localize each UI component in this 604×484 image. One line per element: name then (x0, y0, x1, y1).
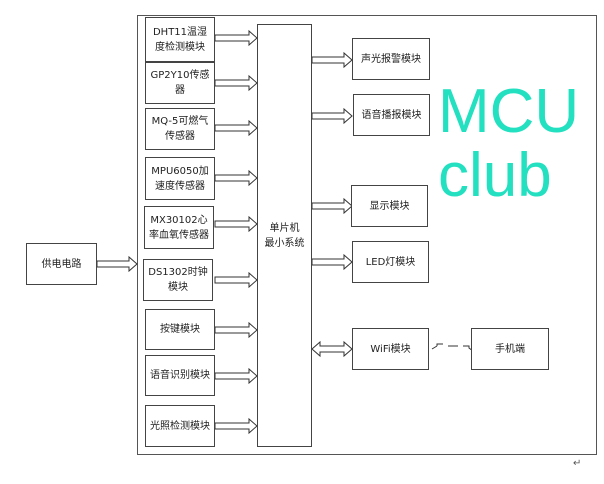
paragraph-mark: ↵ (573, 458, 582, 469)
input-module: MPU6050加速度传感器 (145, 157, 215, 200)
block-arrow (96, 255, 138, 273)
block-arrow (311, 51, 353, 69)
input-module: MQ-5可燃气传感器 (145, 108, 215, 150)
block-arrow (214, 367, 258, 385)
input-module: 语音识别模块 (145, 355, 215, 396)
phone-terminal: 手机端 (471, 328, 549, 370)
block-arrow (214, 321, 258, 339)
block-arrow (214, 74, 258, 92)
input-module: DHT11温湿度检测模块 (145, 17, 215, 62)
block-arrow (214, 215, 258, 233)
block-arrow (311, 107, 353, 125)
block-arrow (214, 119, 258, 137)
block-arrow (214, 169, 258, 187)
power-supply-circuit: 供电电路 (26, 243, 97, 285)
watermark: MCUclub (438, 77, 580, 210)
block-arrow (214, 417, 258, 435)
mcu-minimum-system: 单片机 最小系统 (257, 24, 312, 447)
output-module: 显示模块 (351, 185, 428, 227)
system-frame (137, 15, 597, 455)
block-arrow (214, 29, 258, 47)
output-module: LED灯模块 (352, 241, 429, 283)
input-module: DS1302时钟模块 (143, 259, 213, 301)
input-module: 按键模块 (145, 309, 215, 350)
block-arrow (311, 197, 353, 215)
wifi-module: WiFi模块 (352, 328, 429, 370)
wireless-link (431, 343, 474, 352)
input-module: 光照检测模块 (145, 405, 215, 447)
input-module: GP2Y10传感器 (145, 62, 215, 104)
block-arrow (311, 253, 353, 271)
block-arrow (214, 271, 258, 289)
input-module: MX30102心率血氧传感器 (144, 206, 214, 249)
output-module: 语音播报模块 (353, 94, 430, 136)
block-arrow (311, 340, 353, 358)
output-module: 声光报警模块 (352, 38, 430, 80)
